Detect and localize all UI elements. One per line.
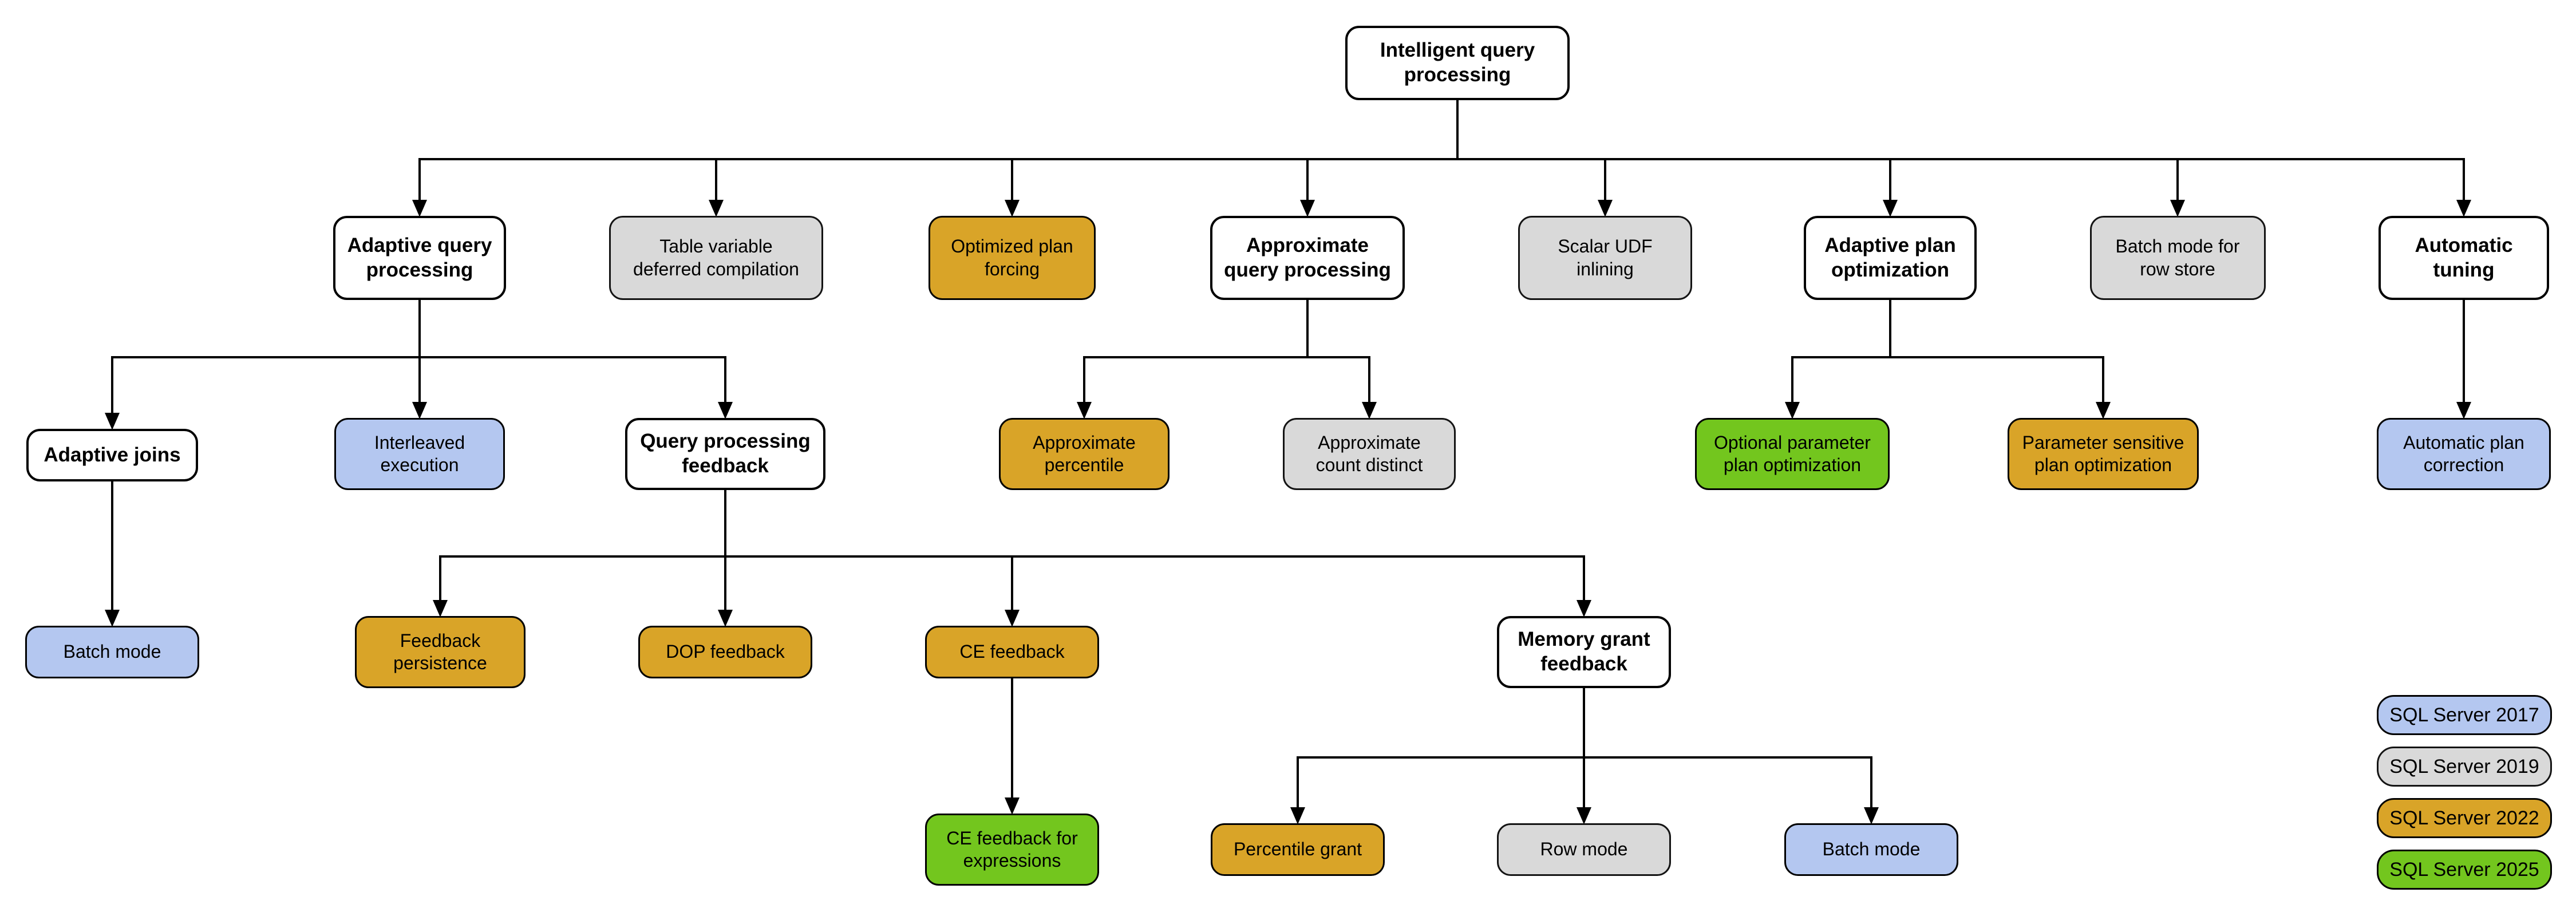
node-bmrs: Batch mode for row store [2089,216,2266,300]
node-acd: Approximate count distinct [1283,418,1456,490]
node-dop: DOP feedback [638,626,812,678]
node-qpf-label: Query processing feedback [640,430,811,477]
node-mgf-label: Memory grant feedback [1518,628,1650,675]
node-cef-label: CE feedback [959,641,1065,662]
node-apo-label: Adaptive plan optimization [1824,234,1956,281]
node-pspo: Parameter sensitive plan optimization [2008,418,2199,490]
node-oppo: Optional parameter plan optimization [1695,418,1890,490]
node-apo: Adaptive plan optimization [1804,216,1977,300]
node-sudf: Scalar UDF inlining [1518,216,1692,300]
node-aqproc: Approximate query processing [1210,216,1405,300]
legend-item-sql-server-2017-label: SQL Server 2017 [2389,704,2539,726]
node-opf-label: Optimized plan forcing [951,236,1073,279]
node-pg: Percentile grant [1211,823,1385,876]
legend-item-sql-server-2025: SQL Server 2025 [2377,850,2552,890]
node-sudf-label: Scalar UDF inlining [1558,236,1653,279]
node-tvdc-label: Table variable deferred compilation [633,236,799,279]
node-aj: Adaptive joins [26,429,198,481]
node-oppo-label: Optional parameter plan optimization [1714,432,1871,475]
node-ie-label: Interleaved execution [374,432,465,475]
node-acd-label: Approximate count distinct [1315,432,1423,475]
legend-item-sql-server-2025-label: SQL Server 2025 [2389,858,2539,881]
node-aqp-label: Adaptive query processing [347,234,492,281]
node-apc-label: Automatic plan correction [2403,432,2524,475]
legend-item-sql-server-2022: SQL Server 2022 [2377,798,2552,838]
node-aqproc-label: Approximate query processing [1224,234,1391,281]
node-at: Automatic tuning [2379,216,2549,300]
node-fp-label: Feedback persistence [393,630,487,673]
node-bm1-label: Batch mode [63,641,161,662]
node-rm-label: Row mode [1540,839,1628,860]
node-ap: Approximate percentile [999,418,1170,490]
node-root: Intelligent query processing [1345,26,1570,100]
node-bm2-label: Batch mode [1822,839,1921,860]
node-cefe: CE feedback for expressions [925,814,1099,886]
node-apc: Automatic plan correction [2377,418,2551,490]
node-cef: CE feedback [925,626,1099,678]
node-bmrs-label: Batch mode for row store [2115,236,2240,279]
legend-item-sql-server-2019: SQL Server 2019 [2377,747,2552,787]
node-mgf: Memory grant feedback [1497,616,1671,688]
node-pspo-label: Parameter sensitive plan optimization [2022,432,2184,475]
node-bm2: Batch mode [1784,823,1958,876]
node-root-label: Intelligent query processing [1380,39,1535,86]
node-qpf: Query processing feedback [625,418,825,490]
node-aqp: Adaptive query processing [333,216,506,300]
node-cefe-label: CE feedback for expressions [946,827,1078,871]
node-aj-label: Adaptive joins [44,443,181,466]
legend-item-sql-server-2017: SQL Server 2017 [2377,695,2552,735]
node-pg-label: Percentile grant [1233,839,1362,860]
node-at-label: Automatic tuning [2415,234,2513,281]
node-tvdc: Table variable deferred compilation [609,216,823,300]
legend-item-sql-server-2022-label: SQL Server 2022 [2389,807,2539,829]
node-ap-label: Approximate percentile [1033,432,1136,475]
node-rm: Row mode [1497,823,1671,876]
legend-item-sql-server-2019-label: SQL Server 2019 [2389,755,2539,777]
node-fp: Feedback persistence [355,616,526,688]
node-opf: Optimized plan forcing [929,216,1096,300]
node-ie: Interleaved execution [334,418,505,490]
node-bm1: Batch mode [25,626,199,678]
node-dop-label: DOP feedback [666,641,785,662]
